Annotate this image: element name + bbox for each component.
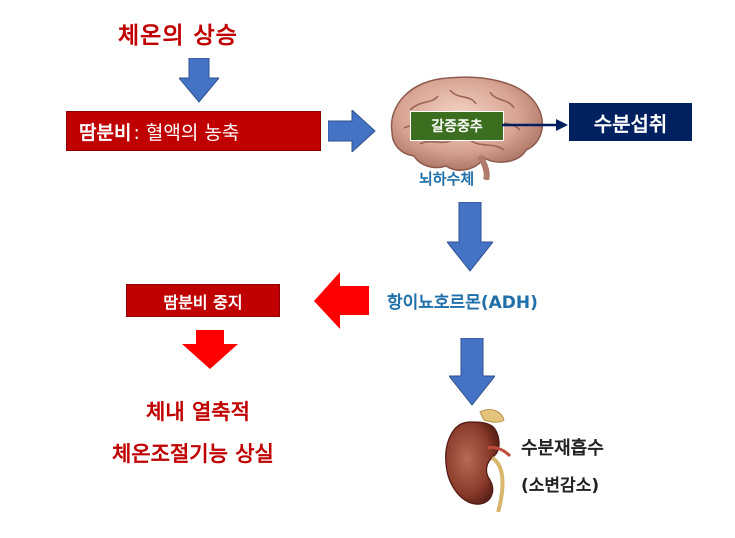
arrow-down-2 [447,202,493,272]
result-line-1: 체내 열축적 [146,400,250,424]
arrow-down-red [182,330,238,369]
sweat-stop-box: 땀분비 중지 [126,284,280,317]
arrow-left-red [314,272,369,329]
adh-label: 항이뇨호르몬(ADH) [387,293,538,313]
blood-concentration-label: : 혈액의 농축 [133,121,240,144]
water-intake-box: 수분섭취 [569,103,692,141]
pituitary-label: 뇌하수체 [419,170,475,188]
arrow-down-1 [179,58,219,103]
arrow-down-3 [449,338,495,406]
result-line-2: 체온조절기능 상실 [112,442,274,466]
arrow-right-1 [328,110,376,152]
thirst-center-label: 갈증중추 [431,119,483,135]
kidney-image [445,409,512,512]
sweat-label: 땀분비 [79,121,132,144]
sweat-box: 땀분비 : 혈액의 농축 [66,111,321,151]
water-intake-label: 수분섭취 [593,111,668,136]
arrow-right-thin [502,119,568,131]
title: 체온의 상승 [118,23,238,49]
urine-label: (소변감소) [521,476,600,496]
thirst-center-box: 갈증중추 [410,111,504,141]
reabsorb-label: 수분재흡수 [521,438,604,459]
sweat-stop-label: 땀분비 중지 [163,292,243,312]
